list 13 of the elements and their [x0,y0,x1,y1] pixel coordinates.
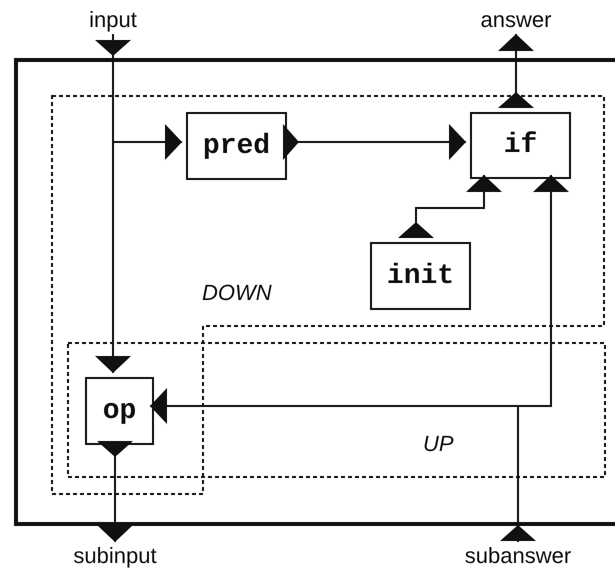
function-box: pred [186,112,287,180]
dotted-region [68,343,605,477]
function-box: init [370,242,471,310]
region-label: DOWN [202,280,272,306]
system-frame [14,58,615,526]
terminal-label: answer [466,6,566,34]
function-box: if [470,112,571,179]
region-label: UP [423,431,454,457]
terminal-label: input [73,6,153,34]
terminal-label: subinput [60,542,170,570]
function-box: op [85,377,154,445]
terminal-label: subanswer [448,542,588,570]
dotted-region [52,96,604,494]
